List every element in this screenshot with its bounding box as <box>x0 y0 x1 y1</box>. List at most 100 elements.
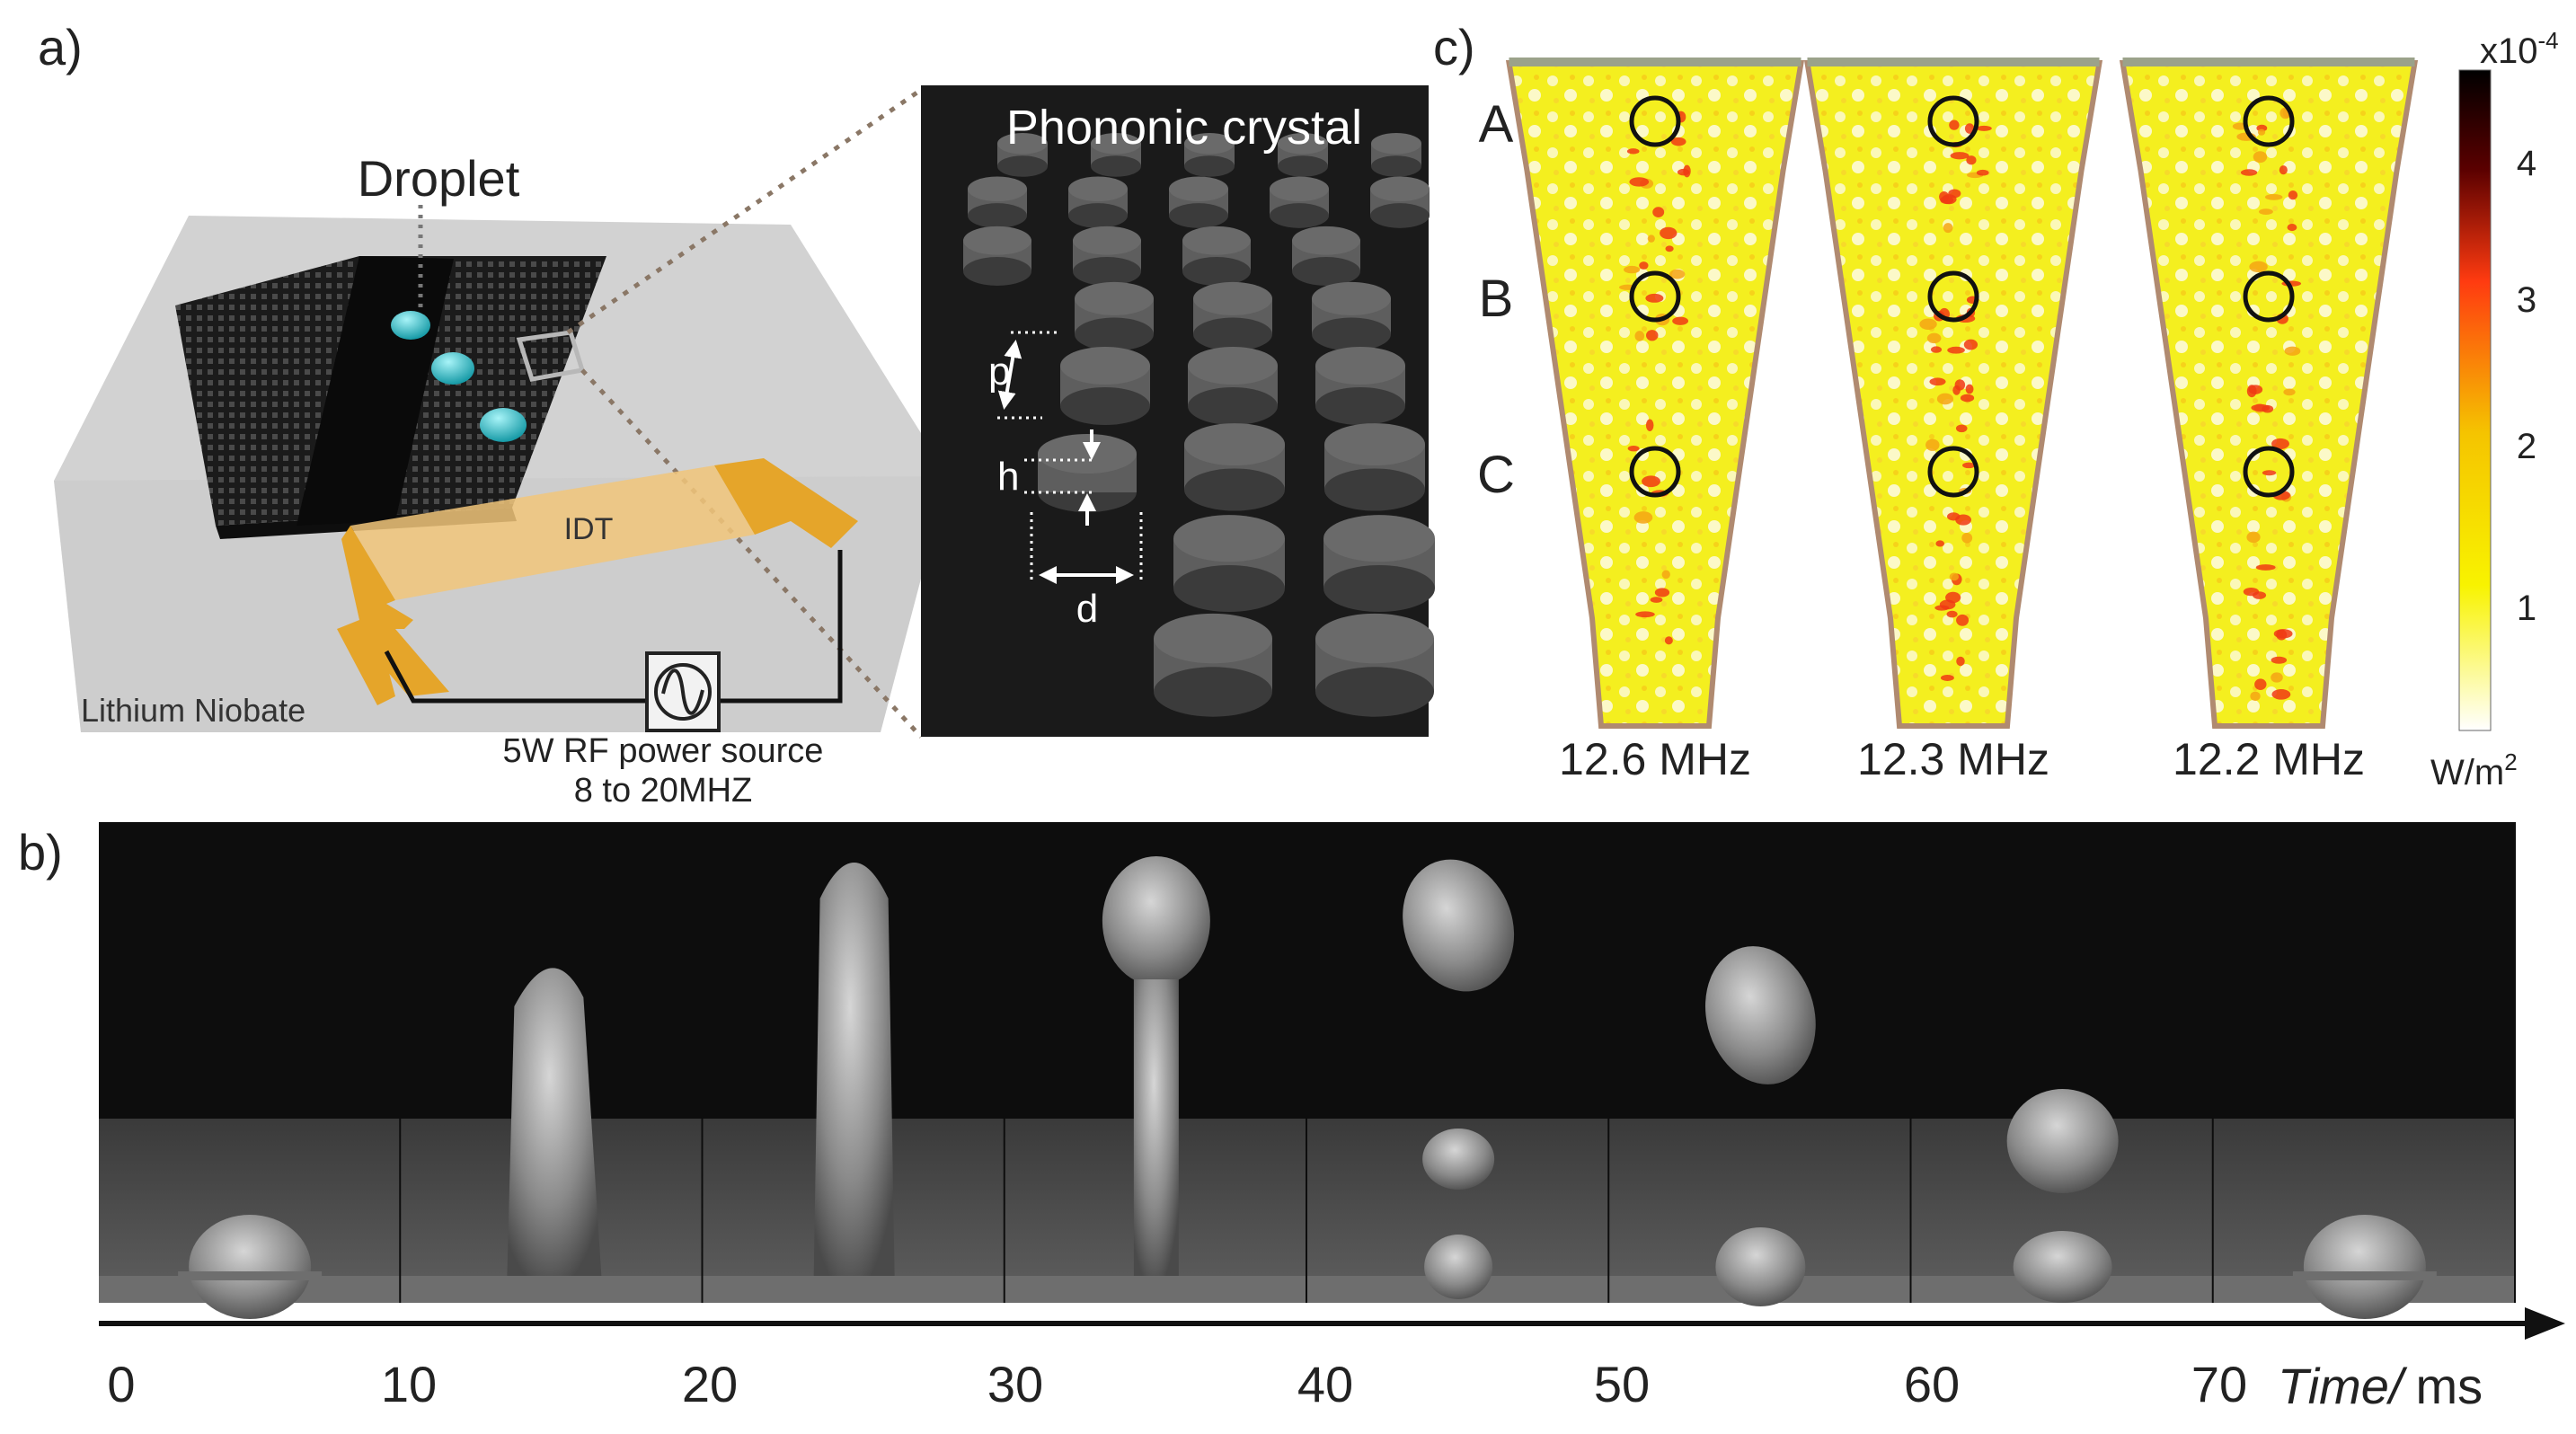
crystal-hole-floor <box>1324 468 1425 511</box>
map-hotspot <box>1955 424 1968 433</box>
map-top-edge <box>1509 58 1801 66</box>
droplet-residual <box>2013 1231 2112 1303</box>
crystal-hole-rim <box>1292 226 1360 255</box>
map-marker-a <box>1927 95 1979 147</box>
map-hotspot <box>1627 445 1640 452</box>
map-hotspot <box>2250 691 2261 702</box>
crystal-holes <box>963 133 1435 717</box>
time-tick-10: 10 <box>381 1356 437 1412</box>
droplet-label: Droplet <box>358 150 520 207</box>
dim-p-label: p <box>988 350 1010 394</box>
map-marker-b <box>1927 270 1979 323</box>
map-hotspot <box>1665 245 1674 252</box>
crystal-hole-floor <box>1278 155 1328 177</box>
colorbar-gradient <box>2458 69 2492 731</box>
map-hotspot <box>1919 318 1937 330</box>
map-hotspot <box>1661 570 1670 580</box>
panel-c: c) A B C 12.6 MHz 12.3 MHz 12.2 MHz x10-… <box>1433 19 2559 792</box>
map-hotspot <box>2240 169 2258 176</box>
map-hotspot <box>1660 226 1677 240</box>
map-hotspot <box>1964 123 1975 134</box>
map-hotspot <box>1670 137 1686 146</box>
map-hotspot <box>2249 261 2268 273</box>
crystal-hole-rim <box>1324 423 1425 466</box>
idt-electrode <box>350 465 755 600</box>
map-hotspot <box>2246 531 2261 544</box>
crystal-hole-floor <box>1292 257 1360 286</box>
map-hotspot <box>2284 346 2301 356</box>
frame-base <box>1005 1276 1306 1303</box>
crystal-hole-rim <box>1370 176 1430 202</box>
map-hotspot <box>2271 438 2289 449</box>
map-hotspot <box>1645 419 1654 432</box>
crystal-hole-rim <box>1068 176 1128 202</box>
panel-a: a) Droplet IDT Lithium Niobate 5W RF pow… <box>38 19 1435 810</box>
time-axis-arrowhead <box>2525 1307 2565 1340</box>
map-hotspot <box>1965 384 1974 394</box>
crystal-hole-rim <box>968 176 1027 202</box>
map-hotspot <box>1961 532 1973 544</box>
crystal-hole-floor <box>1068 203 1128 228</box>
map-hotspot <box>1647 235 1655 243</box>
colorbar-exponent: x10-4 <box>2480 27 2559 71</box>
intensity-map-3 <box>2119 60 2419 729</box>
frame-base <box>401 1276 702 1303</box>
frame-0ms <box>99 1119 400 1319</box>
crystal-hole-rim <box>1184 133 1235 155</box>
map-hotspot <box>1949 120 1960 130</box>
map-hotspot <box>1963 339 1978 350</box>
frame-70ms <box>2213 1119 2514 1319</box>
zoom-line-bottom <box>580 368 923 739</box>
crystal-hole-rim <box>1075 281 1154 315</box>
time-tick-60: 60 <box>1904 1356 1960 1412</box>
droplet-tall-column <box>813 863 895 1276</box>
map-hotspot <box>1952 385 1961 395</box>
map-marker-a <box>2243 95 2295 147</box>
zoom-line-top <box>566 87 923 335</box>
wire-right <box>719 550 843 704</box>
crystal-hole-floor <box>1182 257 1251 286</box>
map-hotspot <box>2262 404 2274 413</box>
map-hotspot <box>1634 331 1645 341</box>
frame-30ms <box>1005 856 1306 1303</box>
rf-source-icon <box>654 663 712 721</box>
droplet-body <box>189 1215 312 1319</box>
map-hotspot <box>1939 599 1956 610</box>
freq-label-1: 12.6 MHz <box>1559 734 1751 784</box>
crystal-hole-rim <box>1073 226 1141 255</box>
map-hotspot <box>1672 316 1689 325</box>
map-hotspot <box>1635 611 1655 618</box>
map-hotspot <box>1664 636 1673 645</box>
droplet-3 <box>480 408 527 442</box>
map-top-edge <box>2122 58 2415 66</box>
crystal-hole-floor <box>1060 387 1150 425</box>
crystal-hole-rim <box>1315 613 1434 664</box>
crystal-hole-rim <box>1270 176 1329 202</box>
map-hotspot <box>2259 208 2273 216</box>
colorbar-tick-2: 2 <box>2517 427 2536 466</box>
intensity-map-1 <box>1505 60 1805 729</box>
map-hotspot <box>1976 125 1992 131</box>
frame-60ms <box>1911 1089 2212 1303</box>
crystal-hole-floor <box>1312 317 1391 351</box>
crystal-hole-floor <box>968 203 1027 228</box>
freq-label-2: 12.3 MHz <box>1857 734 2049 784</box>
map-hotspot <box>2288 190 2298 200</box>
droplet-head <box>1102 856 1210 986</box>
crystal-hole-rim <box>1278 133 1328 155</box>
map-hotspot <box>1960 394 1975 403</box>
crystal-hole-floor <box>1193 317 1272 351</box>
map-hotspot <box>1955 514 1972 526</box>
map-hotspot <box>1935 540 1945 547</box>
droplet-detached <box>2006 1089 2119 1193</box>
time-tick-70: 70 <box>2191 1356 2247 1412</box>
map-hotspot <box>1936 393 1954 405</box>
map-hotspot <box>1669 269 1686 279</box>
crystal-hole-floor <box>997 155 1048 177</box>
crystal-hole-floor <box>1270 203 1329 228</box>
crystal-hole-floor <box>1323 564 1435 613</box>
map-hotspot <box>2287 224 2297 232</box>
